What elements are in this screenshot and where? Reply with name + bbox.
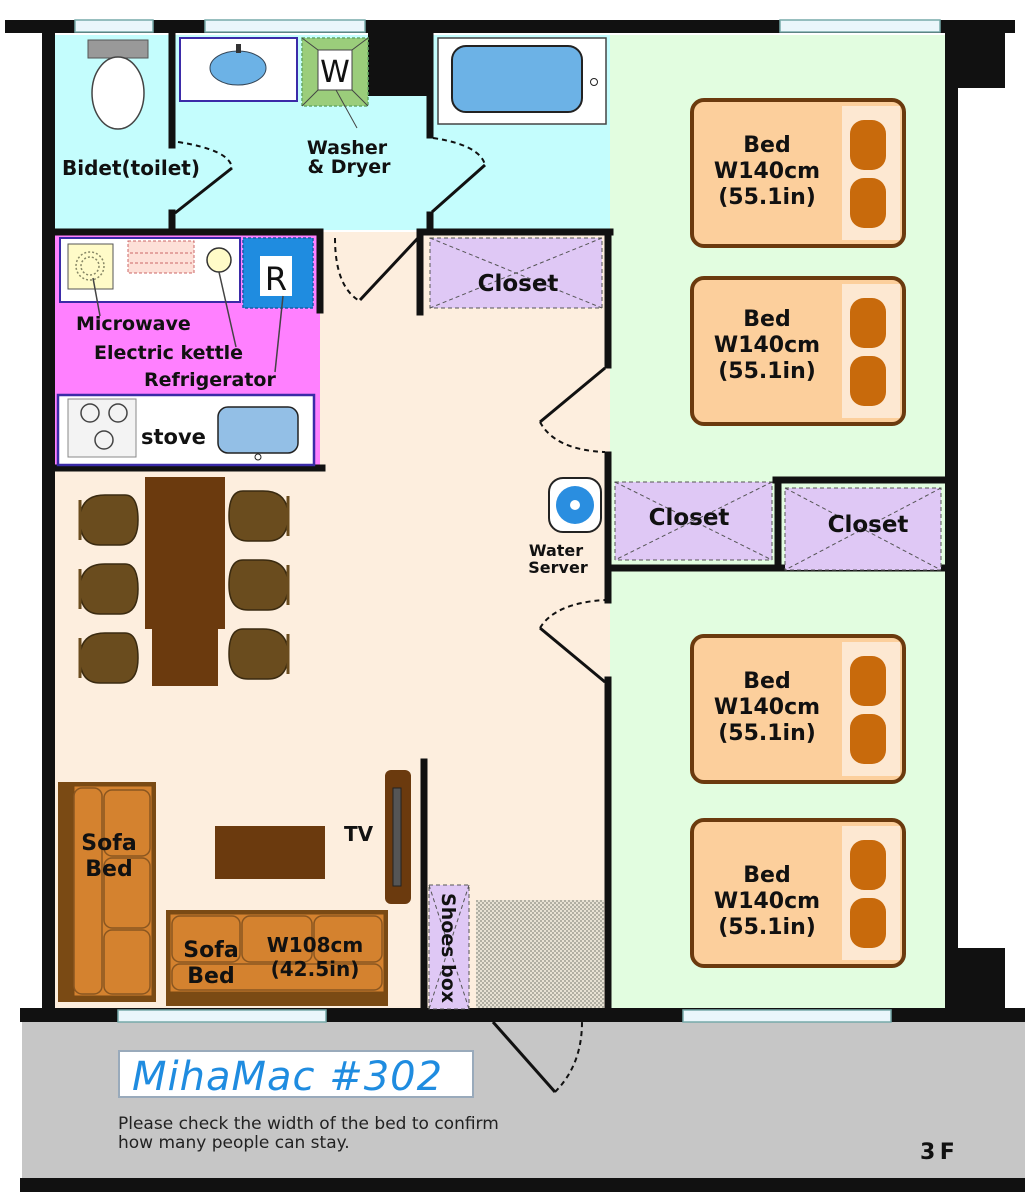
bed-1-label-line3: (55.1in) (718, 185, 816, 210)
bed-4-label-line3: (55.1in) (718, 915, 816, 940)
outer-wall-right (945, 20, 958, 1010)
washbasin (179, 37, 298, 102)
hallway (22, 1018, 1025, 1178)
bed-2-label-line1: Bed (743, 307, 790, 332)
sofa-bed-bottom (166, 910, 388, 1006)
closet-middle-label: Closet (649, 505, 730, 531)
bed-1-label-line1: Bed (743, 133, 790, 158)
tv (385, 770, 411, 904)
coffee-table (215, 826, 325, 879)
bathtub (437, 37, 607, 125)
windows (74, 19, 941, 1023)
washer (301, 37, 369, 129)
water-server (548, 477, 602, 533)
bed-1-label-line2: W140cm (714, 159, 820, 184)
appliance-leaders (92, 271, 284, 373)
washer-label-line2: & Dryer (308, 156, 392, 178)
water-server-label-line2: Server (528, 558, 588, 577)
sofa-left-label-line2: Bed (85, 857, 132, 882)
interior-walls (51, 31, 949, 1014)
sofa-width-line1: W108cm (267, 933, 364, 957)
stove-label: stove (141, 425, 206, 449)
bed-3-label-line3: (55.1in) (718, 721, 816, 746)
title-box: MihaMac #302 (118, 1050, 474, 1100)
closet-top (429, 237, 603, 309)
outer-wall-right-notch-top (945, 20, 1005, 88)
closet-top-label: Closet (478, 271, 559, 297)
bed-2-label-line3: (55.1in) (718, 359, 816, 384)
washer-label-line1: Washer (307, 137, 388, 159)
plan-title: MihaMac #302 (132, 1054, 444, 1100)
bed-1 (690, 98, 906, 248)
toilet-label: Bidet(toilet) (62, 156, 200, 180)
bed-3 (690, 634, 906, 784)
shoes-box-label: Shoes box (437, 893, 459, 1003)
tv-label: TV (344, 822, 374, 846)
microwave-label: Microwave (76, 313, 191, 335)
water-server-label-line1: Water (529, 541, 583, 560)
dining-chairs (79, 490, 289, 684)
dining-table (145, 477, 225, 686)
bed-4 (690, 818, 906, 968)
refrigerator (242, 237, 314, 309)
outer-wall-left (42, 20, 55, 1020)
bed-3-label-line2: W140cm (714, 695, 820, 720)
shoes-box (428, 884, 470, 1010)
refrigerator-label: Refrigerator (144, 369, 276, 391)
bed-4-label-line2: W140cm (714, 889, 820, 914)
closet-right-label: Closet (828, 512, 909, 538)
toilet (87, 39, 149, 130)
bed-2 (690, 276, 906, 426)
bed-4-label-line1: Bed (743, 863, 790, 888)
kettle-label: Electric kettle (94, 342, 243, 364)
hall-bottom-wall (20, 1178, 1025, 1192)
sofa-bed-left (58, 782, 156, 1002)
refrigerator-mark: R (265, 260, 287, 298)
door-swings (174, 137, 606, 1093)
closet-middle (614, 481, 773, 561)
pillar (368, 28, 430, 96)
chair-backs (78, 496, 290, 678)
sofa-bottom-label-line1: Sofa (183, 938, 238, 963)
bed-3-label-line1: Bed (743, 669, 790, 694)
kitchen-counter (59, 237, 241, 303)
outer-wall-right-notch-bottom (945, 948, 1005, 1013)
sofa-left-label-line1: Sofa (81, 831, 136, 856)
entrance-mat (476, 900, 604, 1008)
floor-label: 3 F (920, 1140, 955, 1165)
closet-right (784, 487, 942, 571)
sofa-width-line2: (42.5in) (271, 957, 360, 981)
capacity-note: Please check the width of the bed to con… (118, 1114, 499, 1153)
bed-2-label-line2: W140cm (714, 333, 820, 358)
washer-mark: W (320, 55, 350, 90)
stove-counter (56, 393, 316, 467)
sofa-bottom-label-line2: Bed (187, 964, 234, 989)
